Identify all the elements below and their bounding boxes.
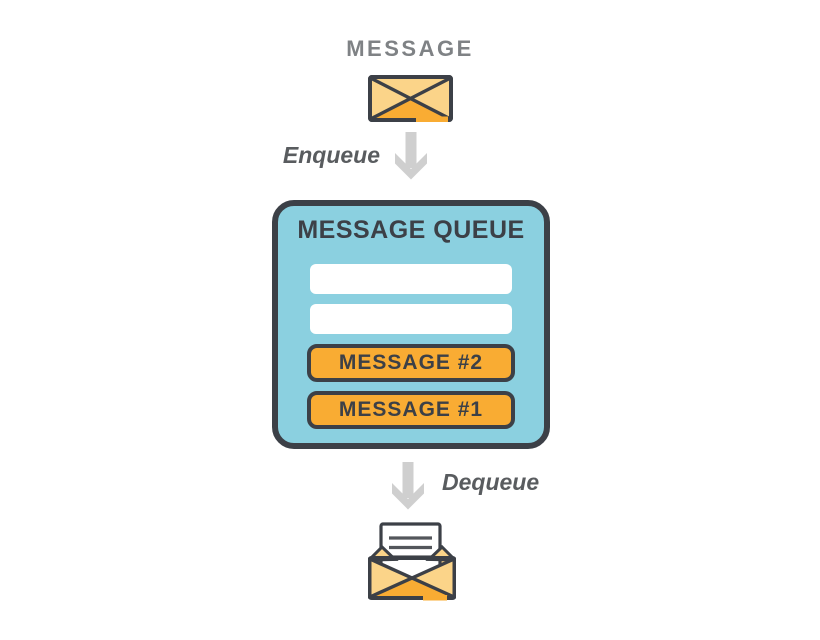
closed-envelope-icon [368,75,453,122]
message-queue-box: MESSAGE QUEUE MESSAGE #2 MESSAGE #1 [272,200,550,449]
dequeue-label: Dequeue [442,469,540,495]
open-envelope-icon [368,522,456,601]
dequeue-arrow-icon [392,462,424,510]
queue-slot-message-1: MESSAGE #1 [307,391,515,429]
enqueue-label: Enqueue [282,142,380,168]
message-queue-title: MESSAGE QUEUE [297,216,525,244]
queue-slot-message-2: MESSAGE #2 [307,344,515,382]
enqueue-arrow-icon [395,132,427,180]
message-title: MESSAGE [346,36,474,61]
queue-slot-empty-2 [310,304,512,334]
queue-slot-empty-1 [310,264,512,294]
